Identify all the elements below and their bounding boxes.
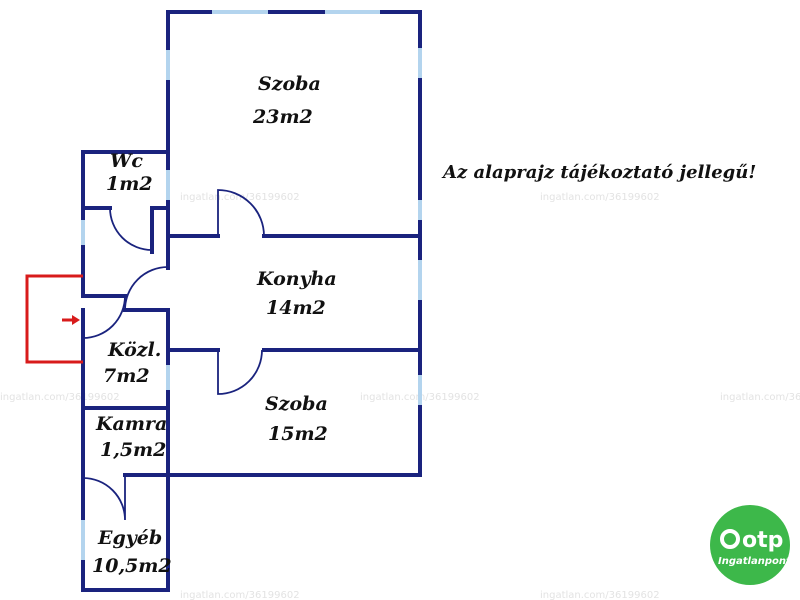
otp-logo: otp Ingatlanpont (710, 505, 792, 585)
room-labels: Szoba 23m2 Wc 1m2 Konyha 14m2 Közl. 7m2 … (92, 73, 337, 577)
room-name: Kamra (95, 413, 167, 435)
room-area: 1m2 (106, 173, 153, 195)
logo-circle (710, 505, 790, 585)
room-name: Közl. (107, 339, 161, 361)
door-szoba-bottom (217, 349, 263, 395)
room-area: 15m2 (268, 423, 328, 445)
windows (81, 10, 422, 560)
walls (81, 10, 422, 592)
entrance-marker (25, 274, 83, 364)
door-konyha (124, 266, 169, 311)
room-area: 7m2 (103, 365, 150, 387)
door-wc (109, 207, 153, 251)
room-area: 14m2 (266, 297, 326, 319)
room-area: 10,5m2 (92, 555, 172, 577)
watermark-5: ingatlan.com/36199602 (720, 392, 800, 403)
room-name: Wc (110, 150, 143, 172)
doors (82, 189, 265, 521)
logo-subtitle: Ingatlanpont (718, 556, 792, 567)
room-name: Szoba (265, 393, 328, 415)
watermark-6: ingatlan.com/36199602 (180, 590, 300, 600)
room-name: Konyha (256, 268, 337, 290)
arrow-right-icon (72, 315, 80, 325)
disclaimer-note: Az alaprajz tájékoztató jellegű! (441, 162, 756, 183)
room-name: Egyéb (97, 527, 162, 549)
door-egyeb (82, 475, 126, 521)
logo-mark-icon (720, 529, 740, 549)
watermark-3: ingatlan.com/36199602 (0, 392, 120, 403)
watermark-2: ingatlan.com/36199602 (540, 192, 660, 203)
logo-brand: otp (742, 528, 783, 553)
door-entrance (82, 295, 126, 339)
door-szoba-top (217, 189, 265, 237)
watermark-1: ingatlan.com/36199602 (180, 192, 300, 203)
room-area: 23m2 (252, 106, 313, 128)
room-area: 1,5m2 (100, 439, 166, 461)
room-name: Szoba (258, 73, 321, 95)
watermark-7: ingatlan.com/36199602 (540, 590, 660, 600)
